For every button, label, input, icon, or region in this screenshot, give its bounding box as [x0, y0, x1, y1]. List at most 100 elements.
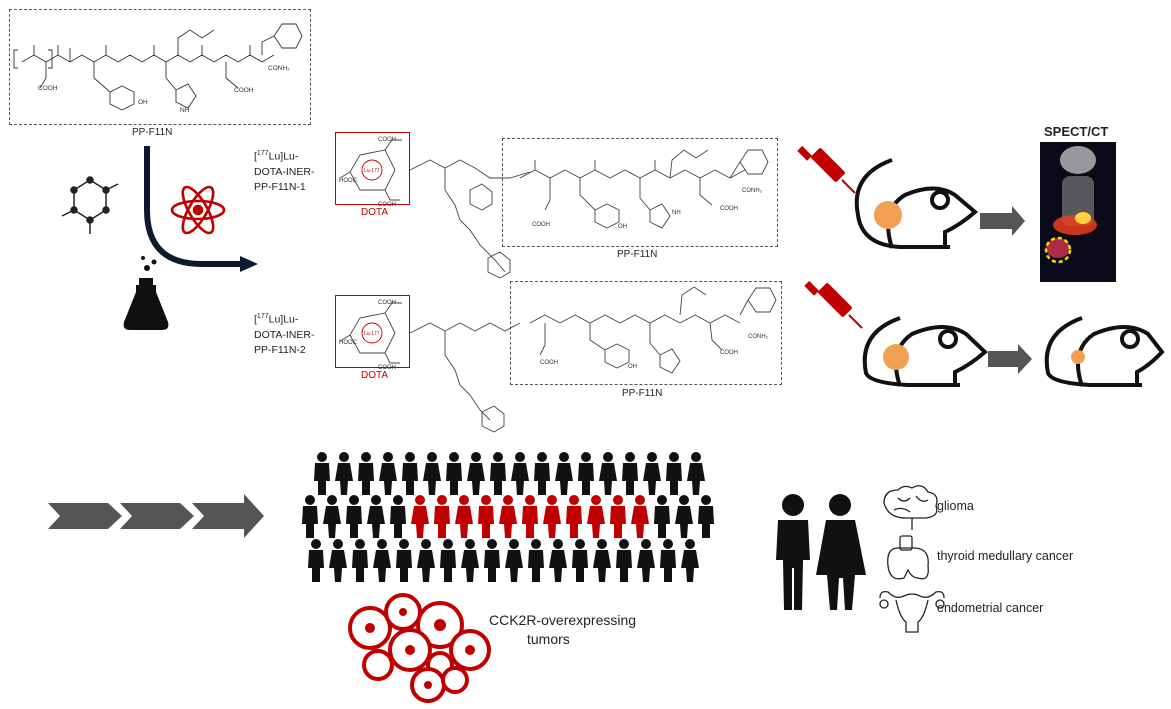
syringe-icon-1: [797, 145, 856, 194]
person-icon-highlighted: [543, 495, 561, 538]
svg-text:COOH: COOH: [234, 87, 254, 94]
person-icon: [402, 452, 418, 495]
compound1-line1: Lu]Lu-: [268, 150, 299, 163]
person-icon: [643, 452, 661, 495]
person-icon-highlighted: [566, 495, 582, 538]
compound2-line2: DOTA-INER-: [254, 328, 315, 341]
person-icon: [396, 539, 412, 582]
person-icon-highlighted: [610, 495, 626, 538]
person-icon-highlighted: [411, 495, 429, 538]
svg-text:CONH₂: CONH₂: [268, 65, 290, 72]
mouse-icon-2: [862, 316, 988, 387]
svg-text:COOH: COOH: [720, 206, 738, 212]
person-icon: [698, 495, 714, 538]
compound1-line3: PP-F11N-1: [254, 180, 306, 193]
person-icon: [660, 539, 676, 582]
peptide-structure-box: [9, 9, 311, 125]
person-icon: [367, 495, 385, 538]
disease-thyroid: thyroid medullary cancer: [937, 549, 1074, 563]
svg-text:OH: OH: [628, 364, 637, 370]
person-icon: [593, 539, 611, 582]
syringe-icon-2: [804, 280, 863, 329]
person-icon: [379, 452, 397, 495]
person-icon: [578, 452, 594, 495]
svg-text:COOH: COOH: [378, 365, 396, 371]
svg-text:COOH: COOH: [378, 202, 396, 208]
arrow-to-mouse3: [988, 344, 1032, 374]
crowd-icon: [302, 452, 714, 582]
person-icon: [314, 452, 330, 495]
compound1-label: [177Lu]Lu- DOTA-INER- PP-F11N-1: [254, 146, 314, 195]
compound1-isotope: 177: [256, 150, 269, 157]
person-icon: [511, 452, 529, 495]
compound1-line2: DOTA-INER-: [254, 165, 315, 178]
svg-text:OH: OH: [138, 99, 148, 106]
person-icon: [417, 539, 435, 582]
person-icon: [654, 495, 670, 538]
compound2-line3: PP-F11N-2: [254, 343, 306, 356]
person-icon-highlighted: [478, 495, 494, 538]
svg-text:COOH: COOH: [38, 85, 58, 92]
person-icon: [687, 452, 705, 495]
synthesis-arrowhead: [240, 256, 258, 272]
person-icon: [346, 495, 362, 538]
atom-icon: [170, 185, 226, 235]
person-icon: [505, 539, 523, 582]
brain-icon: [883, 485, 938, 530]
svg-text:COOH: COOH: [540, 360, 558, 366]
person-icon: [358, 452, 374, 495]
thyroid-icon: [887, 535, 929, 580]
ring-icon: [61, 176, 119, 234]
person-icon: [390, 495, 406, 538]
person-icon: [467, 452, 485, 495]
compound1-peptide-label: PP-F11N: [617, 249, 658, 260]
mouse-icon-1: [854, 158, 979, 249]
svg-text:OH: OH: [618, 224, 627, 230]
tumor-label-line1: CCK2R-overexpressing: [489, 612, 637, 628]
svg-text:Lu-177: Lu-177: [364, 331, 380, 337]
person-icon: [352, 539, 368, 582]
person-icon: [599, 452, 617, 495]
tumor-label: CCK2R-overexpressing tumors: [489, 611, 636, 649]
person-icon: [675, 495, 693, 538]
person-icon: [528, 539, 544, 582]
mouse-icon-3: [1044, 316, 1165, 387]
synthesis-arrow: [144, 146, 242, 267]
person-icon: [484, 539, 500, 582]
compound2-line1: Lu]Lu-: [268, 313, 299, 326]
person-icon-highlighted: [522, 495, 538, 538]
svg-text:CONH₂: CONH₂: [742, 188, 763, 194]
compound2-peptide-label: PP-F11N: [622, 388, 663, 399]
disease-endometrial: endometrial cancer: [937, 601, 1044, 615]
person-icon: [461, 539, 479, 582]
person-icon: [308, 539, 324, 582]
person-icon: [323, 495, 341, 538]
compound2-isotope: 177: [256, 313, 269, 320]
person-icon-highlighted: [455, 495, 473, 538]
person-icon-highlighted: [499, 495, 517, 538]
person-icon: [549, 539, 567, 582]
compound1-bracket: [: [254, 150, 257, 163]
compound2-bracket: [: [254, 313, 257, 326]
svg-text:NH: NH: [672, 210, 681, 216]
svg-text:HOOC: HOOC: [339, 340, 358, 346]
compound1-peptide-box: [502, 138, 778, 247]
svg-text:COOH: COOH: [532, 222, 550, 228]
couple-icon: [776, 494, 866, 610]
person-icon-highlighted: [587, 495, 605, 538]
disease-glioma: glioma: [937, 499, 974, 513]
person-icon-highlighted: [434, 495, 450, 538]
person-icon: [637, 539, 655, 582]
svg-text:CONH₂: CONH₂: [748, 334, 769, 340]
person-icon: [335, 452, 353, 495]
peptide-label: PP-F11N: [132, 127, 173, 138]
compound1-dota-label: DOTA: [361, 207, 389, 218]
person-icon: [681, 539, 699, 582]
svg-text:COOH: COOH: [720, 350, 738, 356]
person-icon: [423, 452, 441, 495]
compound2-dota-label: DOTA: [361, 370, 389, 381]
